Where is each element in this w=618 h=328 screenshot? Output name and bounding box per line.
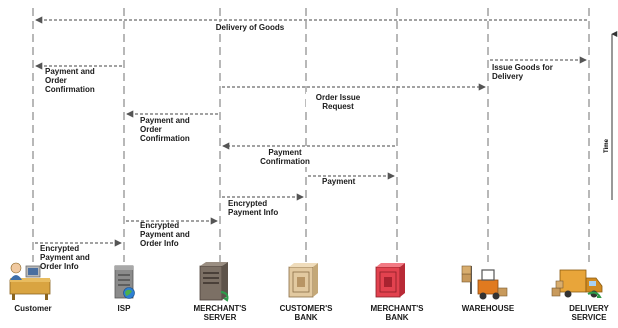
- bank-vault-icon: [288, 263, 318, 298]
- message-label-bg: [305, 92, 371, 112]
- actor-label-isp: ISP: [118, 304, 132, 313]
- message-label-bg: [202, 22, 298, 33]
- time-axis-label: Time: [604, 138, 610, 153]
- actor-label-customer: Customer: [14, 304, 51, 313]
- message-label-delivery-of-goods: Delivery of Goods: [216, 23, 285, 32]
- time-axis: Time: [604, 31, 618, 200]
- actor-label-warehouse: WAREHOUSE: [462, 304, 515, 313]
- customer-at-desk-icon: [9, 262, 51, 300]
- lifelines: [32, 8, 590, 262]
- bank-vault-red-icon: [375, 263, 405, 298]
- message-label-bg: [250, 147, 320, 167]
- server-globe-icon: [114, 265, 135, 299]
- message-label-payment: Payment: [322, 177, 356, 186]
- server-tower-icon: [199, 262, 229, 302]
- delivery-truck-icon: [551, 269, 603, 298]
- actor-icons: [9, 262, 603, 302]
- forklift-boxes-icon: [461, 265, 508, 300]
